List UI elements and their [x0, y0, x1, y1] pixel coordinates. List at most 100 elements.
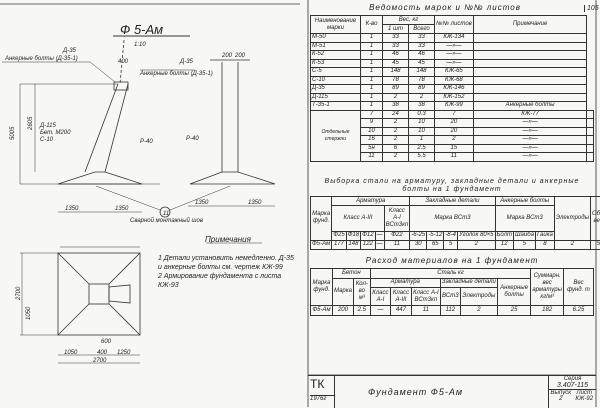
table-cell: С-10 — [311, 76, 361, 85]
table-cell: 1 — [361, 93, 383, 102]
table-cell: 33 — [383, 34, 409, 43]
header: Закладные детали — [440, 278, 497, 288]
table-cell: 2 — [383, 127, 409, 136]
table-cell: К-52 — [311, 51, 361, 60]
dim-label: Д-35 — [62, 48, 77, 54]
table-cell: 12 — [495, 240, 514, 249]
table-cell — [473, 51, 587, 60]
header: Марка — [333, 278, 354, 306]
header: Класс А-I ВСт3кп — [384, 206, 410, 231]
dim-label: Анкерные болты (Д-35-1) — [139, 71, 213, 77]
table-cell — [587, 127, 594, 136]
table-cell: 2 — [457, 240, 495, 249]
table-cell: 587 — [590, 240, 600, 249]
dim-label: 200 — [234, 53, 246, 59]
header: Кол-во м³ — [353, 278, 370, 306]
table-cell: С-5 — [311, 68, 361, 77]
dim-label: 1050 — [64, 350, 78, 356]
table-cell: 78 — [383, 76, 409, 85]
table-cell: 25 — [497, 306, 530, 316]
dim-label: Р-40 — [140, 139, 153, 145]
dim-label: 1050 — [26, 306, 32, 320]
table-cell: 11 — [384, 240, 410, 249]
table-cell: Анкерные болты — [473, 102, 587, 111]
table-cell: —»— — [473, 119, 587, 128]
table-cell: 0.3 — [409, 110, 435, 119]
table-cell: 1 — [361, 59, 383, 68]
materials-title: Расход материалов на 1 фундамент — [310, 256, 594, 265]
table-cell: 33 — [409, 34, 435, 43]
header: Вес, кг — [383, 16, 435, 25]
table-cell: 33 — [409, 42, 435, 51]
table-cell: 6 — [383, 144, 409, 153]
subheader: -5-12 — [427, 231, 444, 240]
table-cell: 11 — [435, 153, 474, 162]
table-cell — [587, 110, 594, 119]
table-cell: 1 — [361, 42, 383, 51]
dim-label: 600 — [101, 339, 112, 345]
steel-title: Выборка стали на арматуру, закладные дет… — [310, 178, 594, 194]
table-cell: КЖ-77 — [473, 110, 587, 119]
table-cell: 10 — [409, 127, 435, 136]
table-cell: 148 — [383, 68, 409, 77]
dim-label: Р-40 — [186, 136, 199, 142]
header: Арматура — [370, 278, 440, 288]
table-cell: —»— — [435, 42, 474, 51]
table-cell — [473, 34, 587, 43]
table-cell: Ф5-Ам — [311, 240, 332, 249]
table-cell: 46 — [383, 51, 409, 60]
table-cell: 122 — [361, 240, 375, 249]
table-cell — [587, 144, 594, 153]
table-cell — [587, 153, 594, 162]
table-cell: 177 — [332, 240, 346, 249]
table-cell — [473, 42, 587, 51]
dim-label: Сварной монтажный шов — [130, 217, 203, 224]
header: Бетон — [333, 269, 371, 279]
subheader: -8-4 — [444, 231, 458, 240]
subheader: Шайба — [514, 231, 536, 240]
table-cell: 2 — [409, 93, 435, 102]
subheader: -6-25 — [410, 231, 427, 240]
dim-label: 400 — [97, 350, 108, 356]
dim-label: 1350 — [248, 200, 262, 206]
subheader: Уголок 80×5 — [457, 231, 495, 240]
table-cell: КЖ-152 — [435, 93, 474, 102]
table-cell: 1 — [361, 85, 383, 94]
note-item: 2 Армирование фундамента с листа КЖ-93 — [158, 272, 298, 290]
table-cell: 2 — [460, 306, 497, 316]
table-cell — [587, 136, 594, 145]
dim-label: 1250 — [117, 350, 131, 356]
table-cell: 447 — [391, 306, 412, 316]
table-cell: Д-115 — [311, 93, 361, 102]
vedomost-title: Ведомость марок и №№ листов — [310, 3, 580, 12]
table-cell: 1 — [361, 34, 383, 43]
table-cell: КЖ-146 — [435, 85, 474, 94]
table-cell: 15 — [435, 144, 474, 153]
table-cell — [473, 76, 587, 85]
table-cell: 1 — [361, 102, 383, 111]
table-cell: 20 — [435, 119, 474, 128]
header: Класс А-I ВСт3кп — [411, 288, 440, 306]
sheet: КЖ-92 — [573, 396, 597, 402]
dim-label: 400 — [118, 59, 129, 65]
table-cell: 1 — [361, 68, 383, 77]
table-cell: Ф5-Ам — [311, 306, 333, 316]
table-cell: 78 — [409, 76, 435, 85]
notes-title: Примечания — [205, 235, 252, 244]
table-cell: Д-35 — [311, 85, 361, 94]
header: Марка фунд. — [311, 197, 332, 241]
header: Всего — [409, 25, 435, 34]
header: Анкерные болты — [495, 197, 554, 206]
table-cell: 20 — [435, 127, 474, 136]
header: Примечание — [473, 16, 587, 34]
table-cell: 148 — [346, 240, 360, 249]
table-cell: 1 — [361, 51, 383, 60]
